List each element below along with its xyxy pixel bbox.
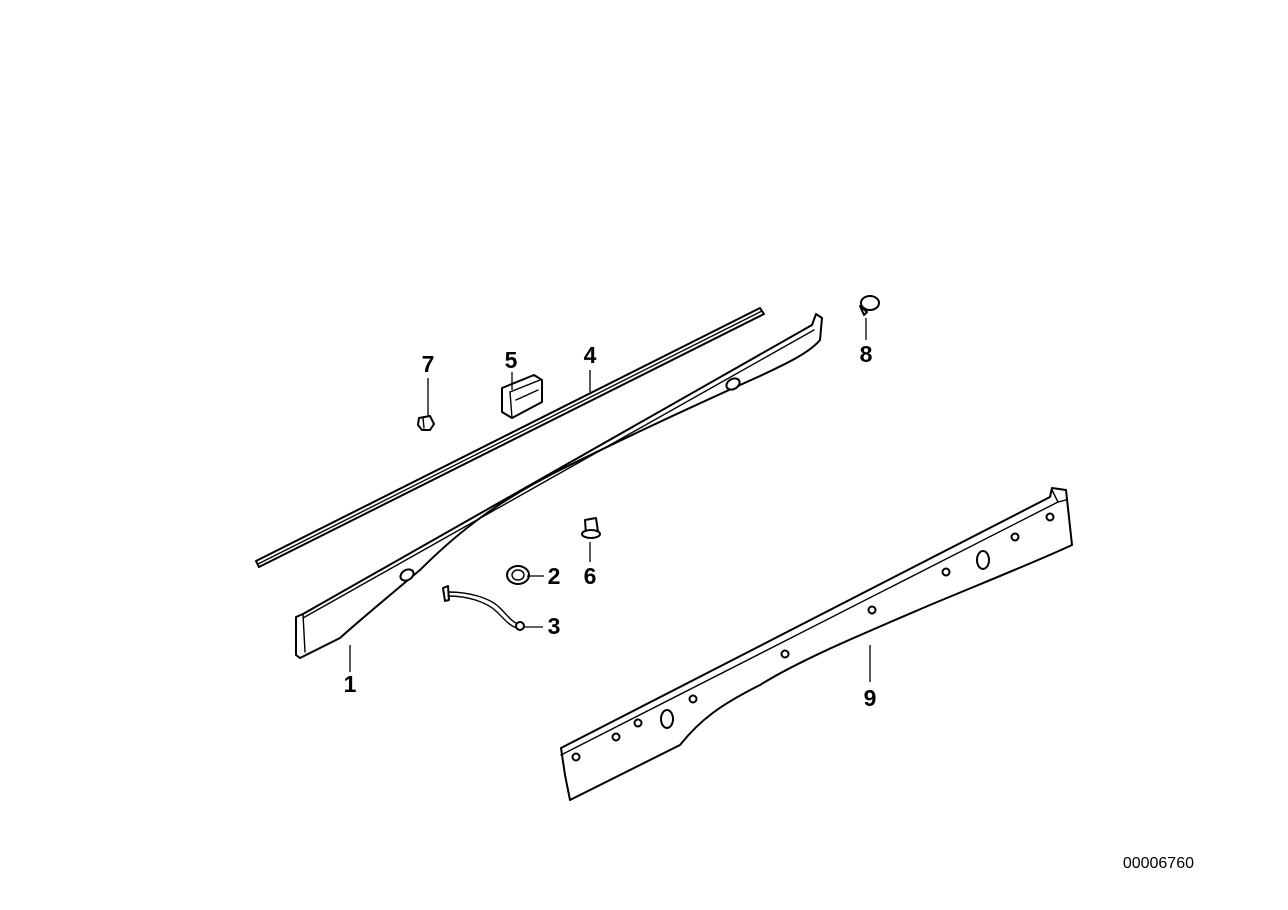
callout-7: 7	[422, 351, 435, 377]
sill-panel-holes	[571, 512, 1055, 762]
callout-4: 4	[584, 342, 597, 368]
part-6-rivet[interactable]	[581, 517, 601, 539]
part-3-cable[interactable]	[442, 585, 525, 631]
callout-1: 1	[344, 671, 357, 697]
part-7-clip[interactable]	[417, 415, 435, 431]
part-9-sill-panel[interactable]	[560, 487, 1073, 801]
callout-8: 8	[860, 341, 873, 367]
part-2-grommet[interactable]	[506, 565, 530, 585]
part-8-screw[interactable]	[859, 295, 880, 316]
callout-2: 2	[548, 563, 561, 589]
part-5-clip[interactable]	[501, 374, 543, 419]
callout-6: 6	[584, 563, 597, 589]
diagram-reference-number: 00006760	[1123, 855, 1194, 872]
callout-9: 9	[864, 685, 877, 711]
part-4-trim-strip[interactable]	[255, 307, 765, 568]
callout-5: 5	[505, 347, 518, 373]
part-1-sill-trim[interactable]	[295, 313, 823, 659]
callout-3: 3	[548, 613, 561, 639]
leader-lines	[349, 318, 871, 682]
